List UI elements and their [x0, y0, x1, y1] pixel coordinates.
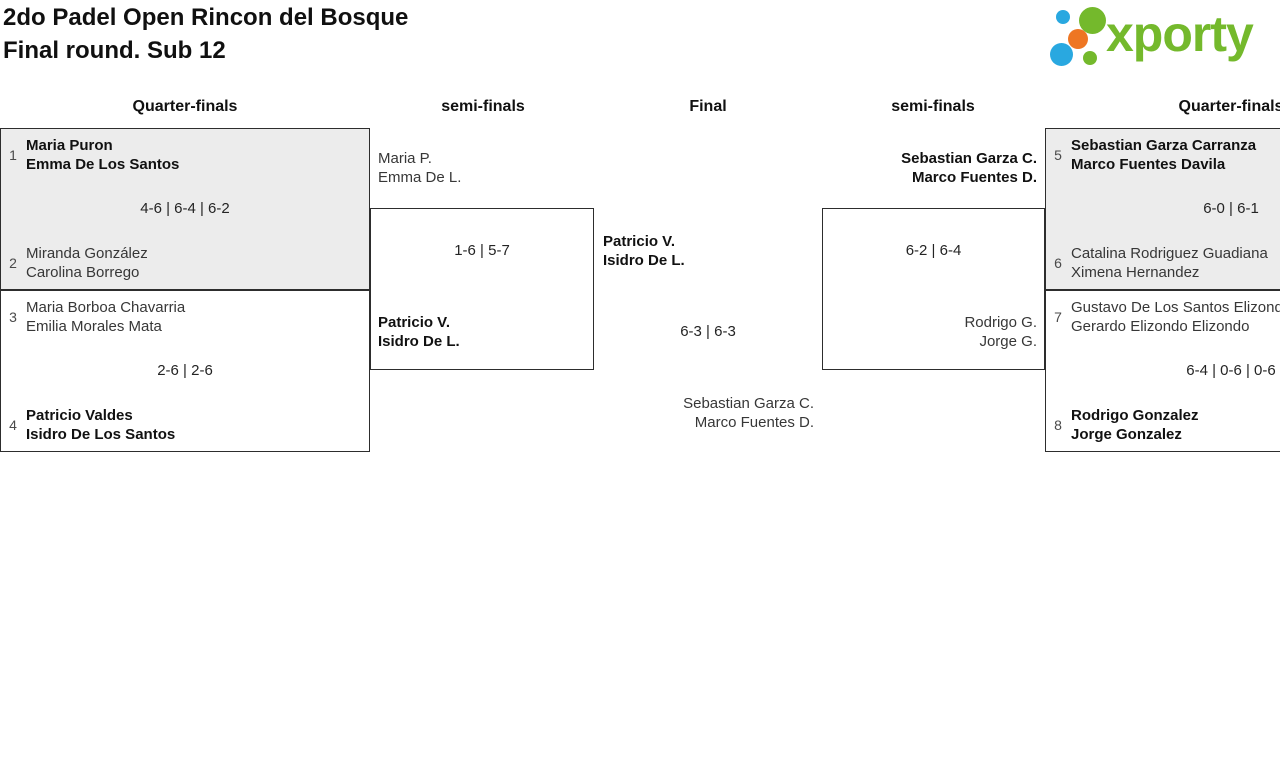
team-final-b: Sebastian Garza C. Marco Fuentes D.: [594, 394, 814, 432]
player-name: Marco Fuentes Davila: [1071, 156, 1226, 173]
player-name: Jorge Gonzalez: [1071, 426, 1182, 443]
match-score: 4-6 | 6-4 | 6-2: [140, 200, 230, 217]
logo-dot-blue-small-icon: [1056, 10, 1070, 24]
round-subtitle: Final round. Sub 12: [3, 37, 226, 64]
match-score: 6-4 | 0-6 | 0-6: [1186, 362, 1276, 379]
player-name: Carolina Borrego: [26, 264, 140, 281]
player-name: Isidro De L.: [603, 252, 685, 269]
team-qf-left-top-b: Miranda González Carolina Borrego: [26, 244, 148, 282]
team-qf-right-top-a: Sebastian Garza Carranza Marco Fuentes D…: [1071, 136, 1256, 174]
logo-dot-blue-large-icon: [1050, 43, 1073, 66]
player-name: Sebastian Garza C.: [683, 395, 814, 412]
team-final-a: Patricio V. Isidro De L.: [603, 232, 685, 270]
seed-number: 4: [9, 417, 17, 433]
player-name: Isidro De L.: [378, 333, 460, 350]
player-name: Isidro De Los Santos: [26, 426, 176, 443]
team-qf-right-top-b: Catalina Rodriguez Guadiana Ximena Herna…: [1071, 244, 1268, 282]
match-score: 6-0 | 6-1: [1203, 200, 1259, 217]
round-header-quarterfinals-left: Quarter-finals: [132, 98, 238, 115]
player-name: Gustavo De Los Santos Elizondo: [1071, 299, 1280, 316]
match-score: 6-3 | 6-3: [680, 323, 736, 340]
team-qf-left-top-a: Maria Puron Emma De Los Santos: [26, 136, 179, 174]
seed-number: 2: [9, 255, 17, 271]
seed-number: 5: [1054, 147, 1062, 163]
team-qf-right-bottom-b: Rodrigo Gonzalez Jorge Gonzalez: [1071, 406, 1199, 444]
page-title: 2do Padel Open Rincon del Bosque Final r…: [3, 1, 408, 67]
tournament-name: 2do Padel Open Rincon del Bosque: [3, 4, 409, 31]
player-name: Catalina Rodriguez Guadiana: [1071, 245, 1268, 262]
player-name: Maria Borboa Chavarria: [26, 299, 186, 316]
player-name: Marco Fuentes D.: [694, 414, 814, 431]
match-box-sf-left: [370, 208, 594, 370]
logo-dot-green-small-icon: [1083, 51, 1097, 65]
seed-number: 7: [1054, 309, 1062, 325]
seed-number: 1: [9, 147, 17, 163]
team-sf-right-b: Rodrigo G. Jorge G.: [822, 313, 1037, 351]
xporty-logo[interactable]: xporty: [1048, 4, 1280, 70]
player-name: Gerardo Elizondo Elizondo: [1071, 318, 1250, 335]
team-sf-right-a: Sebastian Garza C. Marco Fuentes D.: [822, 149, 1037, 187]
team-sf-left-b: Patricio V. Isidro De L.: [378, 313, 460, 351]
team-qf-right-bottom-a: Gustavo De Los Santos Elizondo Gerardo E…: [1071, 298, 1280, 336]
match-box-sf-right: [822, 208, 1045, 370]
team-qf-left-bottom-b: Patricio Valdes Isidro De Los Santos: [26, 406, 175, 444]
player-name: Emma De L.: [378, 169, 462, 186]
logo-dot-green-large-icon: [1079, 7, 1106, 34]
round-header-final: Final: [689, 98, 727, 115]
match-box-qf-right-top: [1045, 128, 1280, 290]
player-name: Rodrigo G.: [964, 314, 1037, 331]
player-name: Maria Puron: [26, 137, 113, 154]
team-sf-left-a: Maria P. Emma De L.: [378, 149, 461, 187]
match-score: 2-6 | 2-6: [157, 362, 213, 379]
match-box-qf-right-bottom: [1045, 290, 1280, 452]
player-name: Emma De Los Santos: [26, 156, 180, 173]
player-name: Patricio Valdes: [26, 407, 133, 424]
player-name: Patricio V.: [603, 233, 675, 250]
player-name: Marco Fuentes D.: [911, 169, 1037, 186]
player-name: Jorge G.: [979, 333, 1037, 350]
team-qf-left-bottom-a: Maria Borboa Chavarria Emilia Morales Ma…: [26, 298, 185, 336]
match-score: 1-6 | 5-7: [454, 242, 510, 259]
player-name: Maria P.: [378, 150, 432, 167]
player-name: Patricio V.: [378, 314, 450, 331]
match-box-qf-left-bottom: [0, 290, 370, 452]
player-name: Sebastian Garza Carranza: [1071, 137, 1257, 154]
logo-dot-orange-icon: [1068, 29, 1088, 49]
round-header-semifinals-left: semi-finals: [441, 98, 525, 115]
logo-text: xporty: [1106, 6, 1254, 62]
player-name: Sebastian Garza C.: [901, 150, 1037, 167]
round-header-semifinals-right: semi-finals: [891, 98, 975, 115]
seed-number: 8: [1054, 417, 1062, 433]
round-header-quarterfinals-right: Quarter-finals: [1178, 98, 1280, 115]
player-name: Rodrigo Gonzalez: [1071, 407, 1199, 424]
player-name: Emilia Morales Mata: [26, 318, 162, 335]
player-name: Ximena Hernandez: [1071, 264, 1200, 281]
seed-number: 3: [9, 309, 17, 325]
player-name: Miranda González: [26, 245, 148, 262]
seed-number: 6: [1054, 255, 1062, 271]
match-score: 6-2 | 6-4: [905, 242, 962, 259]
match-box-qf-left-top: [0, 128, 370, 290]
